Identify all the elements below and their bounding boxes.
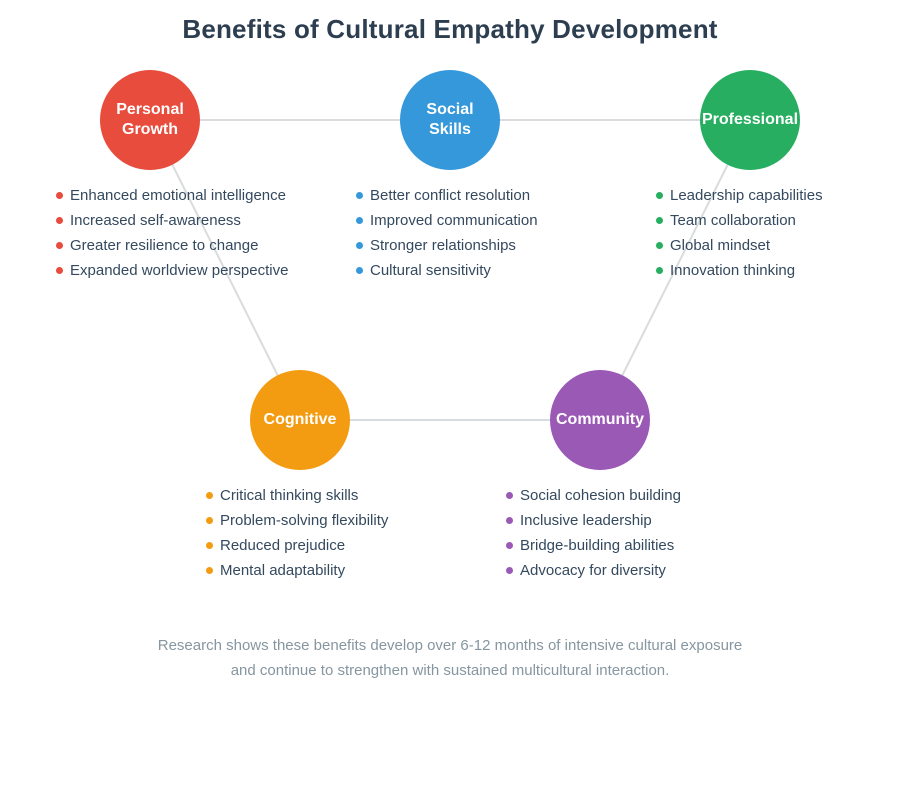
benefit-item: Cultural sensitivity (356, 258, 538, 283)
page-title: Benefits of Cultural Empathy Development (182, 14, 718, 44)
connector-line-prof-comm (599, 119, 751, 421)
benefit-item: Social cohesion building (506, 483, 681, 508)
connector-line-pg-cog (149, 119, 301, 421)
benefit-list-cognitive: Critical thinking skills Problem-solving… (206, 483, 388, 583)
benefit-list-professional: Leadership capabilities Team collaborati… (656, 183, 823, 283)
node-label-line: Personal (116, 101, 184, 118)
node-social-skills: Social Skills (400, 70, 500, 170)
benefit-item: Stronger relationships (356, 233, 538, 258)
benefit-item: Team collaboration (656, 208, 823, 233)
benefit-item: Innovation thinking (656, 258, 823, 283)
benefit-item: Improved communication (356, 208, 538, 233)
node-label-line: Skills (429, 121, 471, 138)
node-personal-growth: Personal Growth (100, 70, 200, 170)
node-community: Community (550, 370, 650, 470)
benefit-item: Reduced prejudice (206, 533, 388, 558)
node-cognitive: Cognitive (250, 370, 350, 470)
benefit-item: Increased self-awareness (56, 208, 288, 233)
benefit-item: Better conflict resolution (356, 183, 538, 208)
benefit-item: Enhanced emotional intelligence (56, 183, 288, 208)
benefit-item: Mental adaptability (206, 558, 388, 583)
node-label-line: Community (556, 411, 644, 428)
benefit-item: Inclusive leadership (506, 508, 681, 533)
node-professional: Professional (700, 70, 800, 170)
node-label-line: Cognitive (263, 411, 337, 428)
benefit-item: Bridge-building abilities (506, 533, 681, 558)
benefit-list-social-skills: Better conflict resolution Improved comm… (356, 183, 538, 283)
footer-line-2: and continue to strengthen with sustaine… (230, 662, 670, 679)
benefit-list-personal-growth: Enhanced emotional intelligence Increase… (56, 183, 288, 283)
benefit-item: Critical thinking skills (206, 483, 388, 508)
node-label-line: Growth (122, 121, 178, 138)
footer-line-1: Research shows these benefits develop ov… (157, 637, 743, 654)
benefit-item: Problem-solving flexibility (206, 508, 388, 533)
benefit-item: Advocacy for diversity (506, 558, 681, 583)
benefit-item: Greater resilience to change (56, 233, 288, 258)
benefit-list-community: Social cohesion building Inclusive leade… (506, 483, 681, 583)
footer-note: Research shows these benefits develop ov… (0, 633, 900, 683)
benefit-item: Expanded worldview perspective (56, 258, 288, 283)
benefit-item: Leadership capabilities (656, 183, 823, 208)
node-label-line: Professional (701, 111, 799, 128)
node-label-line: Social (426, 101, 474, 118)
benefit-item: Global mindset (656, 233, 823, 258)
